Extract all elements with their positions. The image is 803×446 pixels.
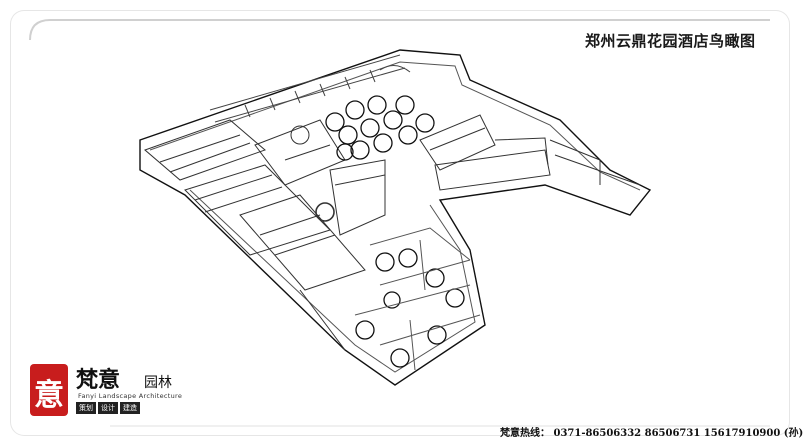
- private-dining-rooms: [355, 248, 465, 368]
- brand-name-suffix: 园林: [144, 375, 172, 391]
- page-title: 郑州云鼎花园酒店鸟瞰图: [585, 32, 756, 50]
- building-outline: [139, 49, 652, 386]
- left-wing-roofs: [144, 119, 366, 351]
- brand-tag: 设计: [98, 402, 118, 414]
- brand-tag: 策划: [76, 402, 96, 414]
- top-row-rooms: [209, 54, 411, 123]
- hotline-text: 梵意热线： 0371-86506332 86506731 15617910900…: [500, 428, 803, 439]
- company-logo: 意 梵意 园林 Fanyi Landscape Architecture 策划 …: [30, 360, 190, 424]
- dining-room-walls: [354, 227, 481, 371]
- brand-name-cn: 梵意: [76, 368, 121, 393]
- frame-curve: [29, 19, 770, 427]
- right-wing: [419, 114, 641, 191]
- courtyard: [254, 119, 386, 236]
- brand-name-en: Fanyi Landscape Architecture: [78, 392, 183, 400]
- brand-tag: 建造: [120, 402, 140, 414]
- banquet-tables: [325, 95, 435, 161]
- brand-tags: 策划 设计 建造: [76, 402, 140, 414]
- seal-char: 意: [34, 378, 64, 413]
- seal-stamp: 意: [30, 364, 68, 416]
